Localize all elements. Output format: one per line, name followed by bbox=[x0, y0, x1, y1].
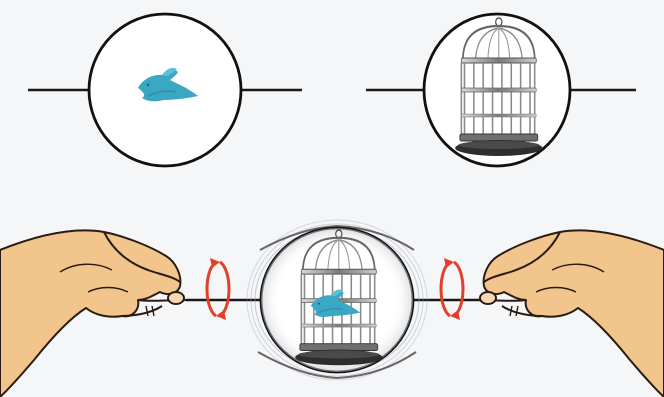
bird-disc-panel bbox=[28, 12, 302, 168]
cage-disc-panel bbox=[366, 12, 636, 168]
motion-blur-lines bbox=[246, 219, 428, 381]
rotation-arrow-icon bbox=[439, 256, 465, 322]
spinning-panel bbox=[0, 219, 664, 397]
rotation-arrow-icon bbox=[205, 256, 231, 322]
left-hand-icon bbox=[0, 229, 187, 397]
right-hand-icon bbox=[477, 229, 664, 397]
